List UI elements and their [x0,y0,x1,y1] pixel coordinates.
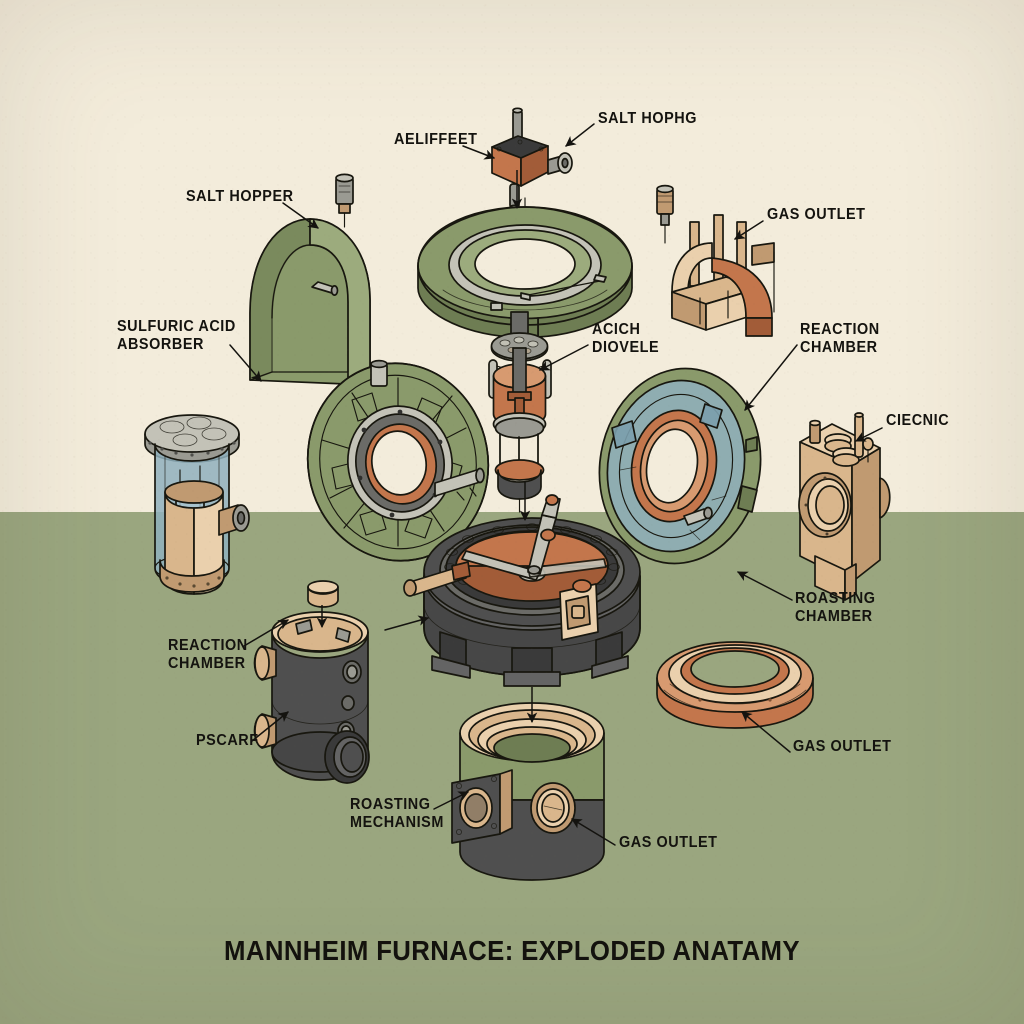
part-blue-cover-disc [598,367,762,565]
label-reaction-chamber-right: REACTION CHAMBER [800,321,880,356]
label-gas-outlet-bottom: GAS OUTLET [619,834,718,851]
part-glass-absorber [144,414,250,595]
part-upper-green-ring [417,197,633,339]
part-duct-bolt [656,184,674,244]
part-spoked-green-disc [306,359,490,562]
diagram-title: MANNHEIM FURNACE: EXPLODED ANATAMY [224,935,800,966]
part-tan-tower [798,412,891,601]
label-gas-outlet-top: GAS OUTLET [767,206,866,223]
part-copper-ring [656,641,814,729]
label-reaction-chamber-left: REACTION CHAMBER [168,637,248,672]
part-cylinder-cap [307,580,339,608]
assembly-direction-arrows [316,170,538,724]
part-acid-dip-valve [488,311,552,513]
hopper-inner-nozzle [311,281,339,296]
label-salt-hopper-right: SALT HOPHG [598,110,698,127]
label-ciecnic: CIECNIC [886,412,950,429]
label-roasting-chamber-right: ROASTING CHAMBER [795,590,876,625]
part-main-furnace-body [403,494,641,687]
label-sulfuric-acid-absorber: SULFURIC ACID ABSORBER [117,318,236,353]
part-bottom-drum [451,702,605,881]
label-aelifeet: AELIFFEET [394,131,478,148]
label-roasting-mechanism: ROASTING MECHANISM [350,796,444,831]
label-acich-diovele: ACICH DIOVELE [592,321,660,356]
part-gas-outlet-duct [671,214,775,337]
label-salt-hopper-left: SALT HOPPER [186,188,294,205]
part-hopper-bolt-left [335,173,354,228]
part-dark-reaction-cylinder [253,580,370,784]
part-gearbox-motor [491,107,573,211]
part-salt-hopper-dome [249,218,371,386]
label-leader-lines [229,123,883,846]
label-gas-outlet-right: GAS OUTLET [793,738,892,755]
label-pscarf: PSCARF [196,732,259,749]
